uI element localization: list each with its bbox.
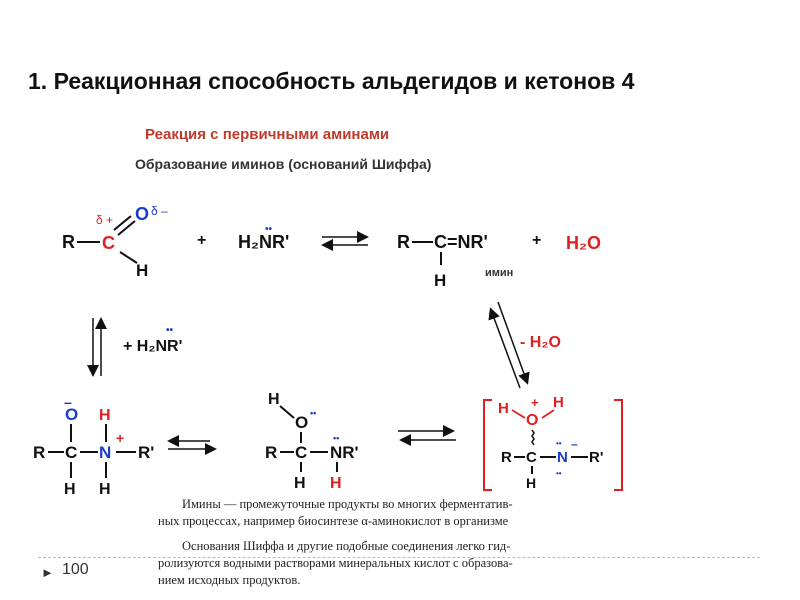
zw-nitrogen: N — [99, 443, 111, 462]
note-line-3: Основания Шиффа и другие подобные соедин… — [182, 539, 511, 553]
amine-structure: H₂NR' •• — [238, 224, 289, 252]
amine-lone-pair: •• — [265, 224, 273, 235]
imine-r: R — [397, 232, 410, 252]
cb-oxygen: O — [295, 413, 308, 432]
note-line-4: ролизуются водными растворами минеральны… — [158, 556, 513, 570]
add-amine-lone-pair: •• — [166, 325, 174, 336]
imine-group: C=NR' — [434, 232, 488, 252]
pi-h-bottom: H — [526, 475, 536, 491]
zw-r: R — [33, 443, 45, 462]
imine-structure: R C=NR' H имин — [397, 232, 513, 290]
zw-n-plus: + — [116, 430, 124, 446]
equilibrium-arrow-left — [87, 317, 107, 377]
pi-carbon: C — [526, 449, 537, 466]
pi-h-right: H — [553, 394, 564, 411]
zw-carbon: C — [65, 443, 77, 462]
zw-oxygen: O — [65, 405, 78, 424]
note-line-5: нием исходных продуктов. — [158, 573, 301, 587]
zw-h-bottom-c: H — [64, 481, 76, 498]
cb-carbon: C — [295, 443, 307, 462]
plus-sign-2: + — [532, 232, 541, 249]
dehydration-arrow — [488, 301, 530, 389]
pi-r: R — [501, 449, 512, 466]
equilibrium-arrow-top — [321, 231, 369, 251]
aldehyde-oxygen: O — [135, 204, 149, 224]
amine-formula: H₂NR' — [238, 232, 289, 252]
water-product: H₂O — [566, 233, 601, 253]
equilibrium-arrow-mid — [167, 435, 217, 455]
minus-water-label: - H₂O — [520, 334, 561, 351]
imine-h: H — [434, 271, 446, 290]
add-amine-label: + H₂NR' — [123, 338, 182, 355]
pi-o-plus: + — [531, 395, 539, 410]
footer-divider — [38, 557, 760, 558]
protonated-intermediate: H O + H R C H N – •• •• R' — [483, 394, 623, 491]
aldehyde-structure: R C O δ + δ – H — [62, 204, 168, 280]
zw-oxygen-minus: – — [64, 394, 72, 410]
page-arrow-icon: ► — [41, 565, 54, 580]
pi-r-prime: R' — [589, 449, 603, 466]
equilibrium-arrow-right — [398, 425, 456, 446]
aldehyde-r: R — [62, 232, 75, 252]
cb-h-bottom-n: H — [330, 475, 342, 492]
aldehyde-h: H — [136, 261, 148, 280]
imine-label: имин — [485, 267, 513, 279]
pi-n-lone-pair-bottom: •• — [556, 469, 562, 478]
pi-h-left: H — [498, 400, 509, 417]
cb-oxygen-lone-pair: •• — [310, 408, 316, 418]
cb-r: R — [265, 443, 277, 462]
carbinolamine-structure: H O •• R C H NR' •• H — [265, 391, 359, 492]
zw-r-prime: R' — [138, 443, 154, 462]
scheme-subheading: Образование иминов (оснований Шиффа) — [135, 156, 431, 172]
cb-n-lone-pair: •• — [333, 433, 339, 443]
pi-n-minus: – — [571, 437, 578, 451]
pi-nitrogen: N — [557, 449, 568, 466]
pi-oxygen: O — [526, 412, 538, 429]
note-line-2: ных процессах, например биосинтезе α-ами… — [158, 514, 509, 528]
zw-h-bottom-n: H — [99, 481, 111, 498]
zw-h-top-n: H — [99, 407, 111, 424]
page-number: 100 — [62, 561, 89, 578]
zwitterion-structure: O – R C H N + H H R' — [33, 394, 154, 498]
plus-sign-1: + — [197, 232, 206, 249]
delta-plus: δ + — [96, 213, 113, 227]
slide-title: 1. Реакционная способность альдегидов и … — [28, 68, 635, 94]
cb-h-bottom-c: H — [294, 475, 306, 492]
note-line-1: Имины — промежуточные продукты во многих… — [182, 497, 513, 511]
scheme-heading: Реакция с первичными аминами — [145, 126, 389, 143]
delta-minus: δ – — [151, 204, 168, 218]
cb-h-top: H — [268, 391, 280, 408]
aldehyde-carbon: C — [102, 233, 115, 253]
pi-n-lone-pair-top: •• — [556, 439, 562, 448]
cb-nr-prime: NR' — [330, 443, 359, 462]
